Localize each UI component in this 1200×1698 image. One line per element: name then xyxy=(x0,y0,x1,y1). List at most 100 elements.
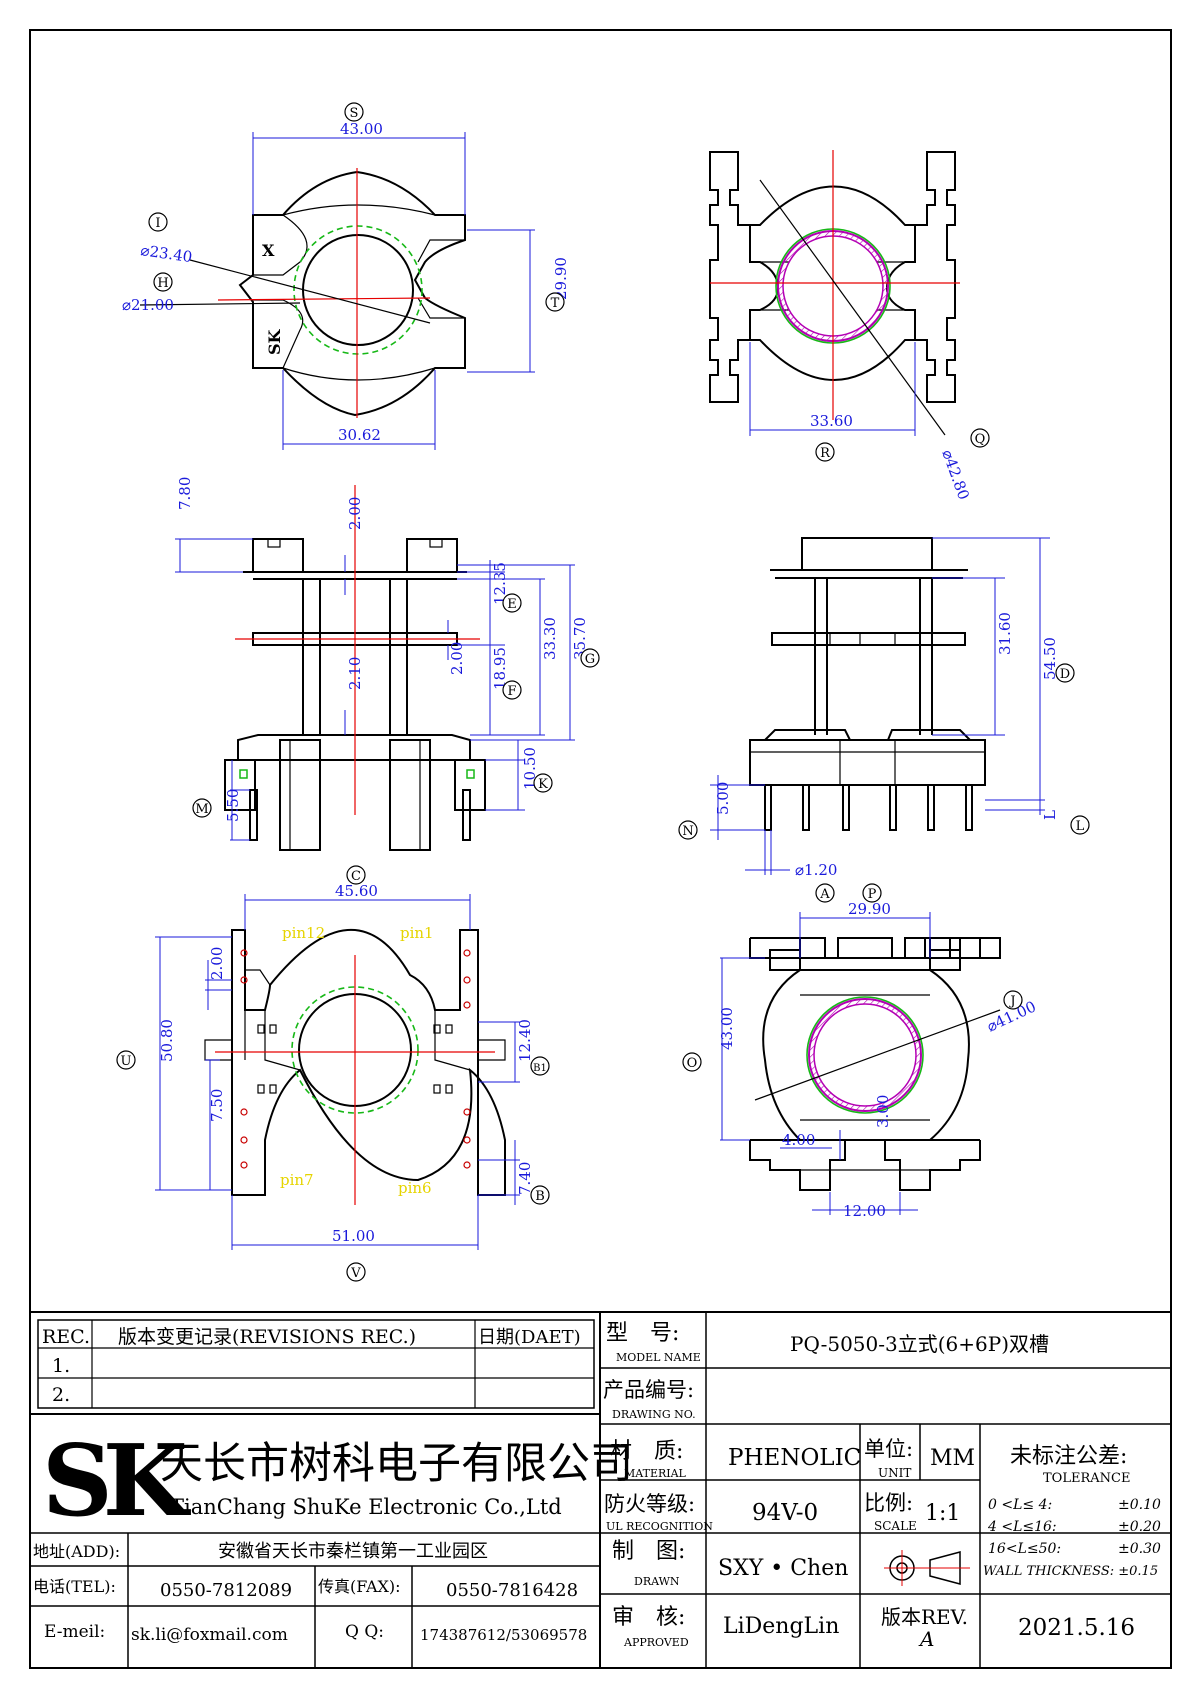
svg-text:B1: B1 xyxy=(533,1063,547,1074)
marker-i: I xyxy=(148,212,168,232)
svg-text:V: V xyxy=(350,1266,361,1281)
marker-c: C xyxy=(346,865,366,885)
dim-p: 29.90 xyxy=(848,900,891,918)
svg-text:H: H xyxy=(157,276,168,291)
svg-text:O: O xyxy=(687,1056,698,1071)
title-block-text: REC. 版本变更记录(REVISIONS REC.) 日期(DAET) 1. … xyxy=(33,1321,1161,1651)
dim-n: 5.00 xyxy=(714,782,732,815)
date-header: 日期(DAET) xyxy=(478,1327,581,1348)
dim-pitch: 2.00 xyxy=(208,947,226,980)
label-l-tag: L xyxy=(1041,810,1059,820)
svg-text:Q: Q xyxy=(975,432,986,447)
marker-l: L xyxy=(1070,815,1090,835)
marker-n: N xyxy=(678,820,698,840)
marker-j: J xyxy=(1003,990,1023,1010)
address-label: 地址(ADD): xyxy=(33,1542,120,1561)
drawing-no-label: 产品编号: xyxy=(603,1378,694,1402)
svg-text:B: B xyxy=(535,1189,545,1204)
company-name-en: TianChang ShuKe Electronic Co.,Ltd xyxy=(170,1495,562,1519)
marker-k: K xyxy=(533,773,553,793)
qq-label: Q Q: xyxy=(345,1622,384,1642)
dim-s: 43.00 xyxy=(340,120,383,138)
dim-h2: 31.60 xyxy=(996,612,1014,655)
svg-text:T: T xyxy=(551,296,560,311)
dim-o: 43.00 xyxy=(718,1007,736,1050)
marker-p: P xyxy=(862,883,882,903)
fax-value: 0550-7816428 xyxy=(446,1580,578,1601)
model-value: PQ-5050-3立式(6+6P)双槽 xyxy=(790,1332,1049,1356)
svg-text:A: A xyxy=(819,887,830,902)
dim-r: 33.60 xyxy=(810,412,853,430)
tolerance-label-en: TOLERANCE xyxy=(1043,1471,1130,1486)
dim-q: ⌀42.80 xyxy=(938,447,973,502)
qq-value: 174387612/53069578 xyxy=(420,1626,587,1644)
svg-text:E: E xyxy=(507,597,517,612)
dim-c: 45.60 xyxy=(335,882,378,900)
marker-v: V xyxy=(346,1262,366,1282)
callout-markers: S T I H R Q E F G K M D L N A C P U B1 B… xyxy=(116,102,1090,1282)
tol-value-3: ±0.30 xyxy=(1118,1541,1161,1557)
company-name-cn: 天长市树科电子有限公司 xyxy=(160,1439,633,1489)
approved-label-en: APPROVED xyxy=(623,1636,689,1649)
rev-row-1: 1. xyxy=(52,1355,70,1377)
svg-text:C: C xyxy=(351,869,361,884)
dim-side: 7.50 xyxy=(208,1089,226,1122)
marker-s: S xyxy=(344,102,364,122)
pin1-label: pin1 xyxy=(400,924,434,942)
dim-h: ⌀21.00 xyxy=(122,296,174,314)
dim-w3: 3.00 xyxy=(874,1095,892,1128)
svg-text:J: J xyxy=(1008,994,1015,1009)
unit-label: 单位: xyxy=(864,1437,913,1461)
material-value: PHENOLIC xyxy=(728,1445,861,1471)
unit-label-en: UNIT xyxy=(878,1466,911,1480)
svg-text:S: S xyxy=(350,106,359,121)
dim-f: 18.95 xyxy=(491,647,509,690)
view-bottom-left: pin12 pin1 pin7 pin6 45.60 50.80 2.00 7.… xyxy=(155,882,534,1250)
marker-o: O xyxy=(682,1052,702,1072)
dim-mid: 2.00 xyxy=(448,642,466,675)
marker-m: M xyxy=(192,798,212,818)
approved-label: 审 核: xyxy=(612,1605,685,1630)
drawn-label: 制 图: xyxy=(612,1539,685,1564)
rev-header: REC. xyxy=(42,1326,90,1348)
svg-text:P: P xyxy=(868,887,877,902)
company-logo: SK xyxy=(42,1424,192,1539)
pin12-label: pin12 xyxy=(282,924,325,942)
marker-b: B xyxy=(530,1185,550,1205)
rev-value: A xyxy=(918,1627,934,1651)
marker-b1: B1 xyxy=(530,1056,550,1076)
scale-label: 比例: xyxy=(864,1491,913,1515)
tol-range-2: 4 <L≤16: xyxy=(987,1519,1057,1535)
dim-m: 5.50 xyxy=(224,789,242,822)
marker-a: A xyxy=(815,883,835,903)
svg-text:U: U xyxy=(121,1054,132,1069)
svg-text:R: R xyxy=(820,446,831,461)
svg-text:I: I xyxy=(155,216,160,231)
wall-thickness: WALL THICKNESS: ±0.15 xyxy=(983,1564,1158,1579)
fire-value: 94V-0 xyxy=(752,1500,818,1526)
tel-value: 0550-7812089 xyxy=(160,1580,292,1601)
dim-t: 29.90 xyxy=(552,257,570,300)
svg-text:D: D xyxy=(1060,667,1070,682)
svg-text:M: M xyxy=(195,802,208,817)
dim-d: 54.50 xyxy=(1041,637,1059,680)
dim-pin-d: ⌀1.20 xyxy=(795,861,837,879)
tol-range-1: 0 <L≤ 4: xyxy=(988,1497,1052,1513)
scale-value: 1:1 xyxy=(925,1501,960,1526)
svg-text:G: G xyxy=(585,652,595,667)
projection-symbol-icon xyxy=(884,1550,970,1586)
pin6-label: pin6 xyxy=(398,1179,432,1197)
model-label: 型 号: xyxy=(606,1321,679,1346)
tol-value-1: ±0.10 xyxy=(1118,1497,1161,1513)
dim-g2: 35.70 xyxy=(571,617,589,660)
view-top-right: 33.60 ⌀42.80 xyxy=(709,150,973,502)
view-bottom-right: 29.90 43.00 ⌀41.00 4.00 3.00 12.00 xyxy=(718,900,1039,1220)
dim-gap: 2.00 xyxy=(346,497,364,530)
email-value: sk.li@foxmail.com xyxy=(131,1625,288,1645)
scale-label-en: SCALE xyxy=(874,1519,917,1533)
view-front-right: 54.50 L 31.60 5.00 ⌀1.20 xyxy=(710,537,1059,879)
view-front-left: 7.80 2.00 2.10 2.00 12.35 18.95 33.30 35… xyxy=(175,477,589,851)
dim-b1: 12.40 xyxy=(516,1019,534,1062)
material-label-en: MATERIAL xyxy=(624,1467,687,1480)
dim-b2: 7.40 xyxy=(516,1162,534,1195)
